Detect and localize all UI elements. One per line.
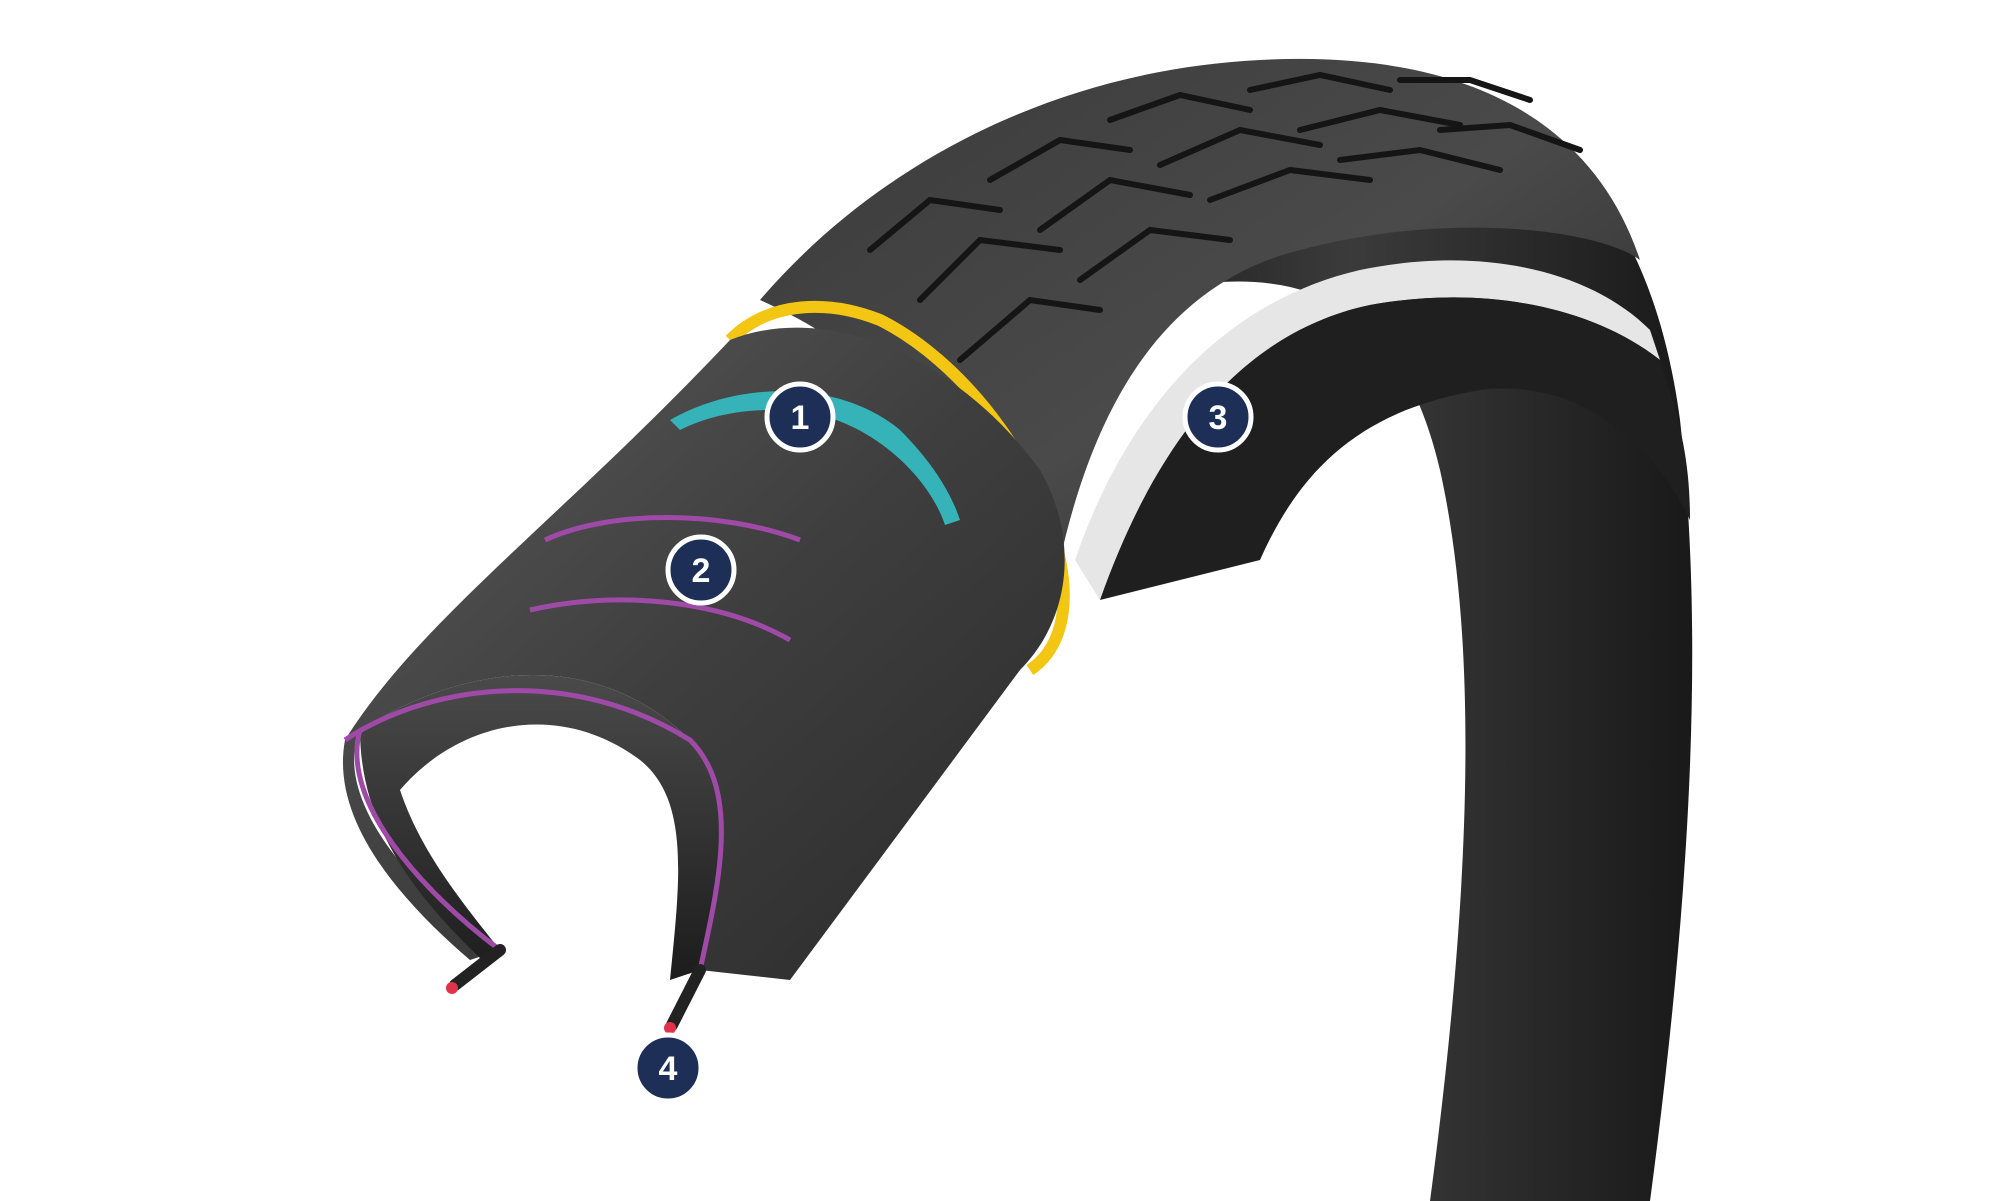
- tire-inner-cavity: [360, 675, 722, 980]
- marker-3: 3: [1182, 381, 1254, 453]
- marker-4: 4: [632, 1032, 704, 1104]
- bead-wires: [446, 944, 706, 1034]
- puncture-protection-layer: [670, 391, 960, 525]
- tread-pattern: [867, 71, 1583, 363]
- marker-2: 2: [665, 534, 737, 606]
- marker-4-label: 4: [659, 1050, 678, 1088]
- marker-1: 1: [764, 381, 836, 453]
- carcass-ply-lines: [343, 515, 801, 971]
- marker-1-label: 1: [791, 399, 810, 437]
- tire-carcass: [342, 327, 1065, 980]
- tire-sidewall-inner: [1100, 297, 1690, 600]
- marker-3-label: 3: [1209, 399, 1228, 437]
- tread-layer-ring: [725, 300, 1070, 675]
- marker-2-label: 2: [692, 552, 711, 590]
- reflective-stripe: [1075, 260, 1660, 600]
